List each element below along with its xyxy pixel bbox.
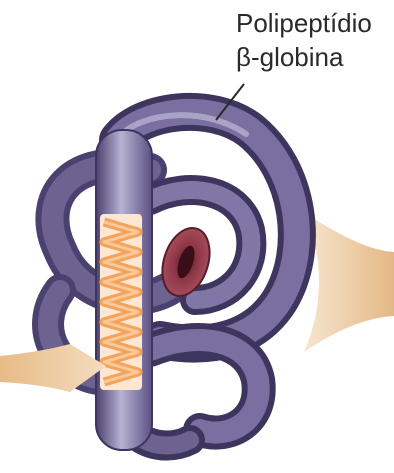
polypeptide-label-line-2: β-globina [236,42,343,72]
alpha-helix [100,214,142,390]
right-arrow-shape [304,212,394,352]
polypeptide-label-line-1: Polipeptídio [236,8,372,38]
